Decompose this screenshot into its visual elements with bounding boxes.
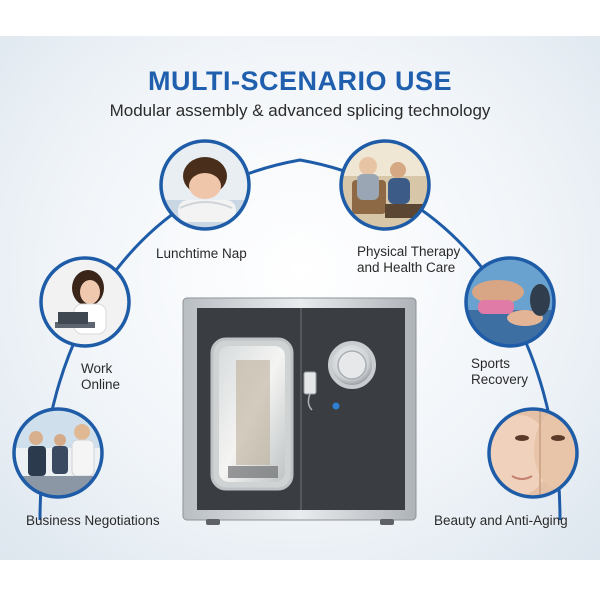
face-skin-photo	[487, 407, 579, 499]
handshake-photo	[12, 407, 104, 499]
label-beauty-anti-aging: Beauty and Anti-Aging	[434, 513, 568, 529]
connecting-arc	[38, 158, 562, 521]
label-text: Business Negotiations	[26, 513, 160, 528]
elderly-care-photo	[339, 139, 431, 231]
label-work-online: Work Online	[81, 361, 120, 393]
label-sports-recovery: Sports Recovery	[471, 356, 528, 388]
woman-laptop-photo	[39, 256, 131, 348]
label-line: Work	[81, 361, 113, 376]
label-line: Physical Therapy	[357, 244, 461, 259]
hyperbaric-pod	[182, 297, 417, 525]
label-lunchtime-nap: Lunchtime Nap	[156, 246, 247, 262]
label-text: Beauty and Anti-Aging	[434, 513, 568, 528]
label-business-negotiations: Business Negotiations	[26, 513, 160, 529]
sleeping-woman-photo	[159, 139, 251, 231]
label-line: Sports	[471, 356, 511, 371]
massage-photo	[464, 256, 556, 348]
label-physical-therapy: Physical Therapy and Health Care	[357, 244, 460, 276]
label-text: Lunchtime Nap	[156, 246, 247, 261]
page-title: MULTI-SCENARIO USE	[148, 66, 452, 96]
page-subtitle: Modular assembly & advanced splicing tec…	[109, 101, 491, 120]
label-line: Recovery	[471, 372, 529, 387]
label-line: and Health Care	[357, 260, 456, 275]
label-line: Online	[81, 377, 121, 392]
